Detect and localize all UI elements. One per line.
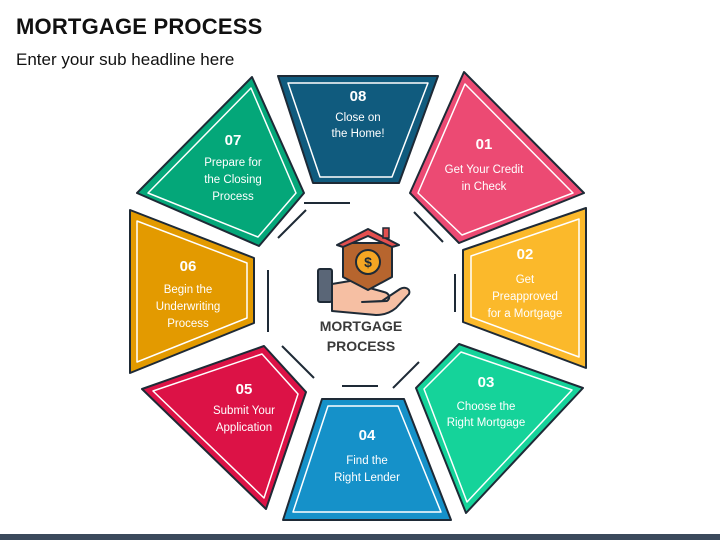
step-05-line-1: Submit Your [213,405,275,417]
step-01-number: 01 [476,136,493,153]
step-07-line-3: Process [212,191,254,203]
step-04-line-2: Right Lender [334,472,400,484]
step-06-line-1: Begin the [164,284,213,296]
center-title-line-2: PROCESS [327,338,395,354]
step-01-segment: 01 Get Your Credit in Check [409,71,585,244]
step-01-line-1: Get Your Credit [445,164,524,176]
step-08-number: 08 [350,88,367,105]
step-02-segment: 02 Get Preapproved for a Mortgage [462,207,587,369]
step-02-number: 02 [517,246,534,263]
step-06-number: 06 [180,258,197,275]
step-07-segment: 07 Prepare for the Closing Process [136,76,305,247]
step-06-segment: 06 Begin the Underwriting Process [129,209,255,374]
step-02-line-1: Get [516,274,535,286]
step-03-line-1: Choose the [457,401,516,413]
step-04-segment: 04 Find the Right Lender [282,398,452,521]
step-05-line-2: Application [216,422,272,434]
step-03-number: 03 [478,374,495,391]
step-02-line-2: Preapproved [492,291,558,303]
page-title: MORTGAGE PROCESS [16,14,263,39]
step-05-number: 05 [236,381,253,398]
step-04-number: 04 [359,427,376,444]
house-in-hand-dollar-icon: $ [317,227,411,316]
step-01-line-2: in Check [462,181,507,193]
step-03-line-2: Right Mortgage [447,417,526,429]
step-05-segment: 05 Submit Your Application [141,345,307,510]
bottom-bar [0,534,720,540]
step-07-line-1: Prepare for [204,157,262,169]
step-06-line-2: Underwriting [156,301,221,313]
page-subtitle: Enter your sub headline here [16,50,235,69]
step-03-segment: 03 Choose the Right Mortgage [415,343,584,514]
step-07-number: 07 [225,132,242,149]
center-title-line-1: MORTGAGE [320,318,402,334]
step-08-line-1: Close on [335,112,380,124]
step-07-line-2: the Closing [204,174,262,186]
svg-text:$: $ [364,254,372,270]
inner-connectors [267,202,456,389]
step-08-segment: 08 Close on the Home! [277,75,439,184]
step-04-line-1: Find the [346,455,388,467]
step-08-line-2: the Home! [331,128,384,140]
step-02-line-3: for a Mortgage [488,308,563,320]
step-06-line-3: Process [167,318,209,330]
